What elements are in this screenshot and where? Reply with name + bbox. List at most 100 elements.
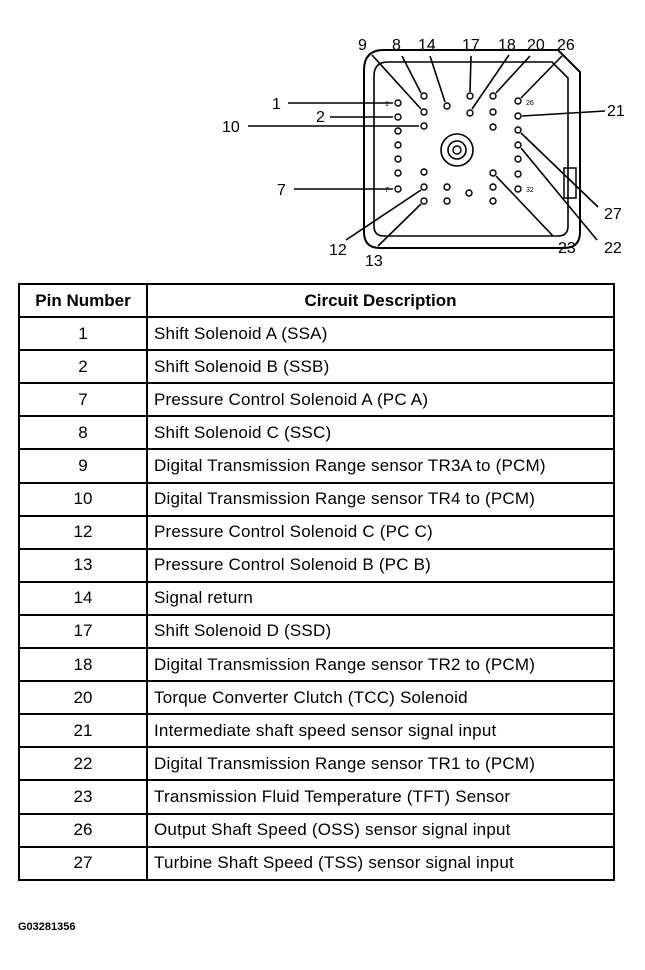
circuit-description-cell: Pressure Control Solenoid C (PC C) bbox=[146, 514, 615, 550]
header-circuit-description: Circuit Description bbox=[146, 282, 615, 319]
housing-latch-tab bbox=[563, 167, 577, 199]
circuit-description-cell: Transmission Fluid Temperature (TFT) Sen… bbox=[146, 779, 615, 815]
pin-1 bbox=[394, 99, 402, 107]
leader-line-27 bbox=[520, 132, 599, 208]
pin-17 bbox=[466, 92, 474, 100]
pin bbox=[489, 108, 497, 116]
pin-22 bbox=[514, 141, 522, 149]
connector-pinout-diagram: 1 7 26 32 1 2 7 8 9 10 12 13 14 17 18 20 bbox=[222, 37, 625, 270]
circuit-description-cell: Pressure Control Solenoid B (PC B) bbox=[146, 547, 615, 583]
pin-number-cell: 2 bbox=[18, 349, 148, 385]
face-label-7: 7 bbox=[385, 187, 389, 194]
pin-number-cell: 1 bbox=[18, 316, 148, 352]
header-pin-number: Pin Number bbox=[18, 282, 148, 319]
pin-21 bbox=[514, 112, 522, 120]
pin-number-cell: 22 bbox=[18, 746, 148, 782]
callout-14: 14 bbox=[418, 37, 436, 54]
pin-9 bbox=[420, 108, 428, 116]
pin bbox=[394, 127, 402, 135]
pin bbox=[443, 197, 451, 205]
circuit-description-cell: Turbine Shaft Speed (TSS) sensor signal … bbox=[146, 845, 615, 881]
leader-lines bbox=[248, 54, 606, 247]
circuit-description-cell: Shift Solenoid D (SSD) bbox=[146, 613, 615, 650]
leader-line-12 bbox=[345, 189, 422, 241]
pin-number-cell: 10 bbox=[18, 481, 148, 517]
leader-line-13 bbox=[377, 203, 422, 247]
pin-13 bbox=[420, 197, 428, 205]
callout-17: 17 bbox=[462, 37, 480, 54]
circuit-description-cell: Digital Transmission Range sensor TR4 to… bbox=[146, 481, 615, 517]
pin-14 bbox=[443, 102, 451, 110]
pin bbox=[489, 123, 497, 131]
pin-number-cell: 17 bbox=[18, 613, 148, 650]
housing-inner-outline bbox=[373, 61, 569, 237]
pin bbox=[514, 155, 522, 163]
circuit-description-cell: Shift Solenoid C (SSC) bbox=[146, 415, 615, 451]
face-label-26: 26 bbox=[526, 100, 534, 107]
pin-32 bbox=[514, 185, 522, 193]
center-bolt-hole bbox=[452, 145, 462, 155]
pin-number-cell: 27 bbox=[18, 845, 148, 881]
connector-housing bbox=[363, 49, 581, 249]
face-label-32: 32 bbox=[526, 187, 534, 194]
face-label-1: 1 bbox=[385, 101, 389, 108]
pin-27 bbox=[514, 126, 522, 134]
pin-number-cell: 23 bbox=[18, 779, 148, 815]
leader-line-22 bbox=[520, 147, 598, 241]
pin bbox=[394, 155, 402, 163]
circuit-description-cell: Signal return bbox=[146, 580, 615, 616]
pin bbox=[420, 168, 428, 176]
pin-8 bbox=[420, 92, 428, 100]
leader-line-26 bbox=[520, 55, 563, 99]
pin-20 bbox=[489, 92, 497, 100]
leader-line-14 bbox=[429, 55, 446, 103]
pin-12 bbox=[420, 183, 428, 191]
housing-outer-outline bbox=[363, 49, 581, 249]
callout-12: 12 bbox=[329, 242, 347, 259]
leader-line-9 bbox=[371, 54, 422, 110]
pin-2 bbox=[394, 113, 402, 121]
callout-21: 21 bbox=[607, 103, 625, 120]
circuit-description-cell: Digital Transmission Range sensor TR1 to… bbox=[146, 746, 615, 782]
figure-code: G03281356 bbox=[18, 921, 76, 933]
circuit-description-cell: Digital Transmission Range sensor TR2 to… bbox=[146, 647, 615, 683]
callout-8: 8 bbox=[392, 37, 401, 54]
pin-10 bbox=[420, 122, 428, 130]
center-bolt-inner-ring bbox=[447, 140, 467, 160]
leader-line-17 bbox=[469, 55, 472, 93]
leader-line-18 bbox=[471, 54, 510, 110]
pin-callouts: 1 2 7 8 9 10 12 13 14 17 18 20 21 22 23 … bbox=[222, 37, 625, 270]
callout-2: 2 bbox=[316, 109, 325, 126]
callout-27: 27 bbox=[604, 206, 622, 223]
circuit-description-cell: Torque Converter Clutch (TCC) Solenoid bbox=[146, 680, 615, 716]
pin-23 bbox=[489, 169, 497, 177]
circuit-description-cell: Pressure Control Solenoid A (PC A) bbox=[146, 382, 615, 418]
callout-22: 22 bbox=[604, 240, 622, 257]
callout-7: 7 bbox=[277, 182, 286, 199]
circuit-description-cell: Output Shaft Speed (OSS) sensor signal i… bbox=[146, 812, 615, 848]
pin-26 bbox=[514, 97, 522, 105]
callout-10: 10 bbox=[222, 119, 240, 136]
pin bbox=[489, 183, 497, 191]
callout-20: 20 bbox=[527, 37, 545, 54]
callout-9: 9 bbox=[358, 37, 367, 54]
circuit-description-cell: Digital Transmission Range sensor TR3A t… bbox=[146, 448, 615, 484]
pin-number-cell: 18 bbox=[18, 647, 148, 683]
pin-7 bbox=[394, 185, 402, 193]
